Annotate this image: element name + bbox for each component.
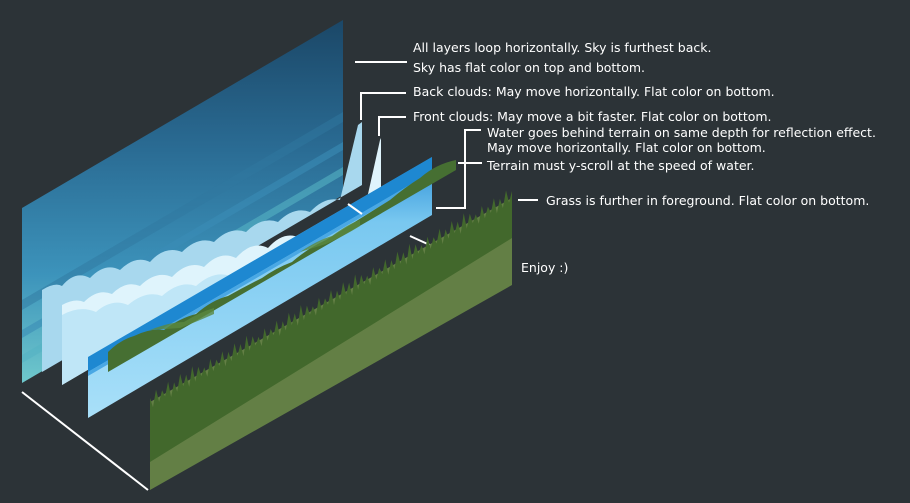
enjoy-note: Enjoy :) [521,260,569,275]
water-note-line2: May move horizontally. Flat color on bot… [487,140,766,155]
water-terrain-bracket-v [464,129,466,209]
depth-bracket [21,391,149,491]
water-connector-h [465,129,481,131]
grass-note: Grass is further in foreground. Flat col… [546,193,870,208]
water-note-line1: Water goes behind terrain on same depth … [487,125,876,140]
terrain-connector-h [458,162,482,164]
sky-connector [355,61,407,63]
grass-layer [150,190,512,490]
front-clouds-note: Front clouds: May move a bit faster. Fla… [413,109,772,124]
front-clouds-connector-v [378,116,380,136]
back-clouds-connector-v [360,92,362,120]
sky-note-line1: All layers loop horizontally. Sky is fur… [413,40,712,55]
front-clouds-connector-h [378,116,406,118]
terrain-layer [108,160,456,372]
bracket-bottom-h [436,207,466,209]
terrain-note: Terrain must y-scroll at the speed of wa… [487,158,755,173]
sky-note-line2: Sky has flat color on top and bottom. [413,60,646,75]
back-clouds-connector-h [360,92,406,94]
back-clouds-note: Back clouds: May move horizontally. Flat… [413,84,775,99]
grass-top-edge [150,190,512,462]
grass-connector [518,199,538,201]
